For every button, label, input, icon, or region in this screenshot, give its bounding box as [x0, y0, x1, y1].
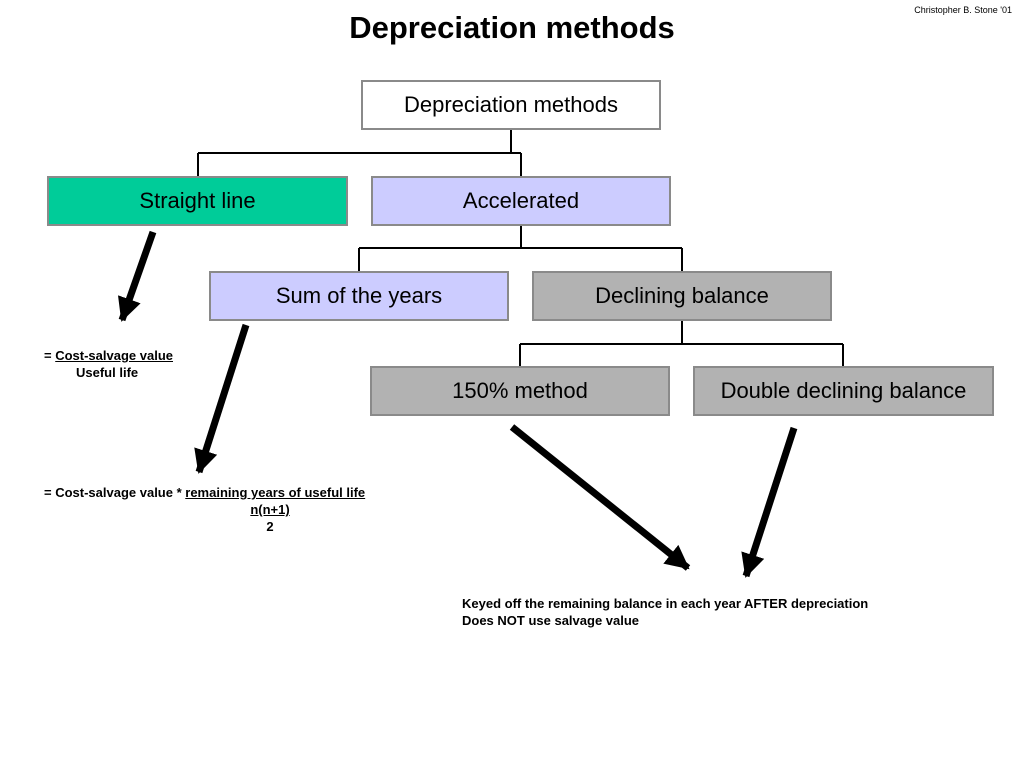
method-150-node: 150% method — [370, 366, 670, 416]
formula-numerator: Cost-salvage value — [55, 348, 173, 363]
straight-line-arrow — [117, 230, 157, 322]
formula-numerator: remaining years of useful life — [185, 485, 366, 500]
straight-line-formula-top: = Cost-salvage value — [44, 347, 173, 364]
accelerated-connector — [358, 226, 683, 272]
method-150-arrow — [509, 424, 691, 571]
formula-prefix: = — [44, 348, 56, 363]
sum-of-years-formula-top: = Cost-salvage value * remaining years o… — [44, 484, 365, 501]
double-declining-node: Double declining balance — [693, 366, 994, 416]
declining-balance-note: Keyed off the remaining balance in each … — [462, 595, 868, 629]
declining-balance-node: Declining balance — [532, 271, 832, 321]
straight-line-node: Straight line — [47, 176, 348, 226]
accelerated-node: Accelerated — [371, 176, 671, 226]
formula-denominator: Useful life — [76, 365, 139, 380]
root-node: Depreciation methods — [361, 80, 661, 130]
formula-denominator-top: n(n+1) — [250, 502, 290, 517]
page-title: Depreciation methods — [349, 10, 675, 45]
sum-of-years-formula: = Cost-salvage value * remaining years o… — [44, 484, 365, 501]
double-declining-arrow — [741, 426, 798, 578]
note-line-2: Does NOT use salvage value — [462, 613, 640, 628]
declining-connector — [519, 321, 844, 367]
author-credit: Christopher B. Stone '01 — [914, 5, 1012, 15]
note-line-1: Keyed off the remaining balance in each … — [462, 596, 869, 611]
sum-of-years-node: Sum of the years — [209, 271, 509, 321]
sum-of-years-denominator: n(n+1) 2 — [228, 501, 312, 535]
straight-line-formula: = Cost-salvage value Useful life — [44, 347, 173, 381]
sum-of-years-arrow — [194, 323, 250, 474]
formula-prefix: = Cost-salvage value * — [44, 485, 186, 500]
root-connector — [197, 130, 522, 177]
formula-denominator-bottom: 2 — [266, 519, 274, 534]
